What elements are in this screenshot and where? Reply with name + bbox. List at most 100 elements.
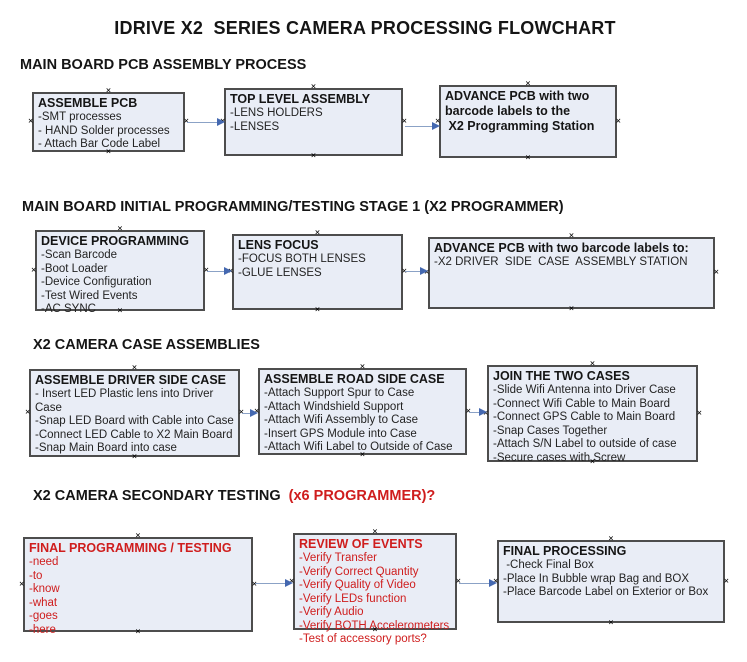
connection-handle-icon: × <box>525 153 531 163</box>
box-line: -Scan Barcode <box>41 249 118 261</box>
box-line: -what <box>29 596 58 609</box>
connection-handle-icon: × <box>723 576 729 586</box>
connection-handle-icon: × <box>131 363 138 373</box>
connection-handle-icon: × <box>589 359 596 369</box>
box-line: -SMT processes <box>38 111 122 123</box>
box-title: FINAL PROCESSING <box>503 544 627 558</box>
section-heading-case-assemblies: X2 CAMERA CASE ASSEMBLIES <box>33 337 260 353</box>
flow-arrow <box>255 579 293 587</box>
box-line: -know <box>29 583 60 595</box>
box-line: -Attach Support Spur to Case <box>264 387 415 399</box>
box-line: -Verify BOTH Accelerometers <box>299 619 450 632</box>
box-line: -Place In Bubble wrap Bag and BOX <box>503 572 690 585</box>
box-line: -here <box>29 623 56 636</box>
box-lines: -Slide Wifi Antenna into Driver Case -Con… <box>493 384 692 465</box>
box-line: -X2 DRIVER SIDE CASE ASSEMBLY STATION <box>434 256 688 268</box>
box-line: -Place Barcode Label on Exterior or Box <box>503 586 709 598</box>
box-line: -Test Wired Events <box>41 289 138 302</box>
box-device-programming: DEVICE PROGRAMMING -Scan Barcode-Boot Lo… <box>31 225 209 316</box>
connection-handle-icon: × <box>310 82 317 92</box>
box-assemble-pcb: ASSEMBLE PCB -SMT processes- HAND Solder… <box>28 87 189 157</box>
box-lines: -need-to-know-what-goes-here <box>29 556 247 637</box>
section-heading-text: MAIN BOARD PCB ASSEMBLY PROCESS <box>20 57 307 73</box>
box-line: -Verify Quality of Video <box>299 579 416 591</box>
box-title: FINAL PROGRAMMING / TESTING <box>29 541 232 555</box>
arrowhead-icon <box>420 267 428 275</box>
connection-handle-icon: × <box>608 618 614 628</box>
box-line: -Connect LED Cable to X2 Main Board <box>35 428 233 441</box>
box-line: -Device Configuration <box>41 276 152 288</box>
box-title: ASSEMBLE ROAD SIDE CASE <box>264 372 445 386</box>
box-line: -FOCUS BOTH LENSES <box>238 253 366 265</box>
arrowhead-icon <box>432 122 440 130</box>
box-line: - Attach Bar Code Label <box>38 138 161 150</box>
arrowhead-icon <box>479 408 487 416</box>
box-line: -Attach Wifi Label to Outside of Case <box>264 441 453 453</box>
flow-arrow <box>469 408 487 416</box>
connection-handle-icon: × <box>105 86 112 96</box>
box-line: -GLUE LENSES <box>238 266 322 279</box>
flow-arrow <box>405 267 428 275</box>
connection-handle-icon: × <box>696 408 702 418</box>
box-lines: - Insert LED Plastic lens into Driver Ca… <box>35 388 234 456</box>
box-line: -Boot Loader <box>41 262 108 275</box>
box-line: -Snap Main Board into case <box>35 442 177 454</box>
arrowhead-icon <box>489 579 497 587</box>
connection-handle-icon: × <box>401 116 407 127</box>
box-line: -LENS HOLDERS <box>230 107 323 119</box>
connection-handle-icon: × <box>372 527 378 537</box>
section-heading-text: X2 CAMERA SECONDARY TESTING <box>33 488 285 504</box>
flow-arrow <box>187 118 225 126</box>
box-review-of-events: REVIEW OF EVENTS -Verify Transfer-Verify… <box>289 528 461 646</box>
connection-handle-icon: × <box>25 407 31 418</box>
box-line: -Verify Audio <box>299 606 364 618</box>
box-line: -LENSES <box>230 120 280 133</box>
box-title: REVIEW OF EVENTS <box>299 537 423 551</box>
section-heading-secondary-testing: X2 CAMERA SECONDARY TESTING (x6 PROGRAMM… <box>33 488 435 504</box>
box-line: -Insert GPS Module into Case <box>264 427 417 440</box>
box-title: ADVANCE PCB with two barcode labels to t… <box>445 89 595 133</box>
page-title: IDRIVE X2 SERIES CAMERA PROCESSING FLOWC… <box>114 18 616 38</box>
box-line: -need <box>29 556 59 568</box>
connection-handle-icon: × <box>117 224 123 234</box>
box-lines: -X2 DRIVER SIDE CASE ASSEMBLY STATION <box>434 256 709 270</box>
section-heading-suffix: (x6 PROGRAMMER)? <box>284 488 436 504</box>
connection-handle-icon: × <box>568 231 575 241</box>
box-title: LENS FOCUS <box>238 238 319 252</box>
arrowhead-icon <box>285 579 293 587</box>
connection-handle-icon: × <box>28 116 34 127</box>
section-heading-initial-programming: MAIN BOARD INITIAL PROGRAMMING/TESTING S… <box>22 199 564 215</box>
box-assemble-road-side-case: ASSEMBLE ROAD SIDE CASE -Attach Support … <box>254 363 471 460</box>
box-line: -Secure cases with Screw <box>493 451 626 464</box>
box-lines: -Attach Support Spur to Case-Attach Wind… <box>264 387 461 455</box>
box-advance-pcb-driver-side-station: ADVANCE PCB with two barcode labels to: … <box>424 232 719 314</box>
box-line: -AC SYNC <box>41 303 96 315</box>
connection-handle-icon: × <box>19 579 25 589</box>
connection-handle-icon: × <box>713 267 719 278</box>
box-lines: -FOCUS BOTH LENSES-GLUE LENSES <box>238 253 397 280</box>
box-line: -Verify Transfer <box>299 552 377 564</box>
box-final-processing: FINAL PROCESSING -Check Final Box-Place … <box>493 535 729 628</box>
box-line: -Attach Wifi Assembly to Case <box>264 414 419 426</box>
box-line: -Verify LEDs function <box>299 592 407 605</box>
connection-handle-icon: × <box>310 151 317 161</box>
box-lines: -SMT processes- HAND Solder processes- A… <box>38 111 179 152</box>
connection-handle-icon: × <box>402 267 407 276</box>
box-line: -Test of accessory ports? <box>299 633 427 645</box>
box-lines: -LENS HOLDERS-LENSES <box>230 107 397 134</box>
box-title: ADVANCE PCB with two barcode labels to: <box>434 241 689 255</box>
box-line: -Attach S/N Label to outside of case <box>493 438 677 450</box>
box-line: -Verify Correct Quantity <box>299 565 419 578</box>
box-line: - HAND Solder processes <box>38 124 170 137</box>
box-line: -Connect GPS Cable to Main Board <box>493 411 676 423</box>
box-line: -Slide Wifi Antenna into Driver Case <box>493 384 676 396</box>
box-title: DEVICE PROGRAMMING <box>41 234 189 248</box>
arrowhead-icon <box>250 409 258 417</box>
box-lens-focus: LENS FOCUS -FOCUS BOTH LENSES-GLUE LENSE… <box>228 229 407 315</box>
connection-handle-icon: × <box>359 362 366 372</box>
box-line: -goes <box>29 610 58 622</box>
connection-handle-icon: × <box>31 265 37 275</box>
section-heading-text: MAIN BOARD INITIAL PROGRAMMING/TESTING S… <box>22 199 564 215</box>
connection-handle-icon: × <box>568 304 575 314</box>
